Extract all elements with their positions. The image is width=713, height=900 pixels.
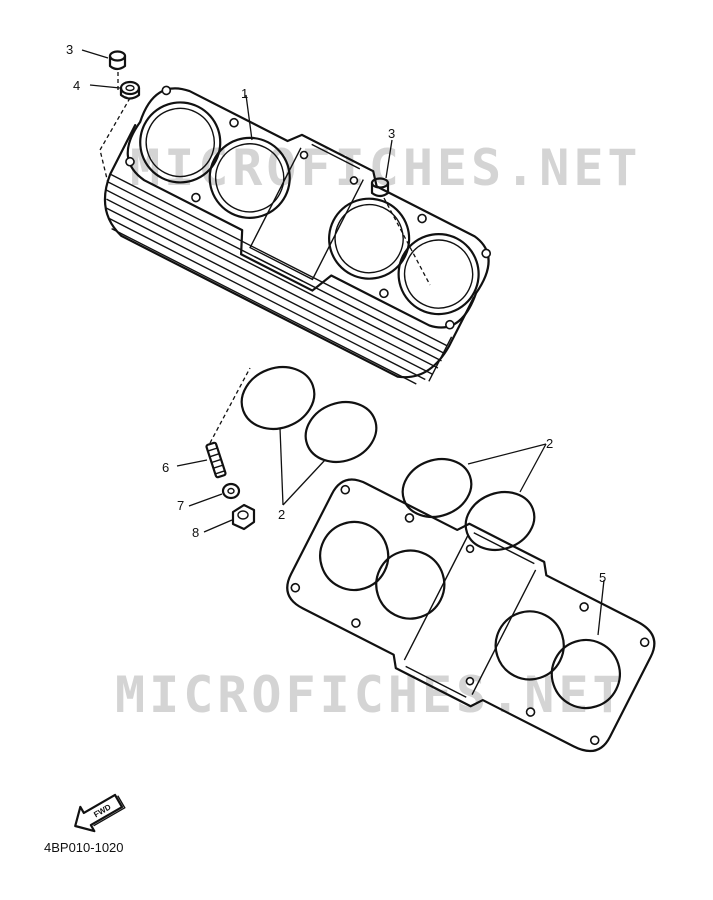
stud-bolt xyxy=(205,441,227,479)
nut-8 xyxy=(231,503,256,531)
block-bolt-holes xyxy=(125,85,491,330)
cylinder-gasket xyxy=(286,478,656,753)
cylinder-bore-3 xyxy=(328,197,411,280)
dowel-pin-right xyxy=(370,177,390,198)
cylinder-bore-4 xyxy=(397,232,480,316)
callout-2-left: 2 xyxy=(278,507,285,522)
cylinder-o-ring-left-1 xyxy=(240,365,316,431)
callout-2-right: 2 xyxy=(546,436,553,451)
cylinder-o-ring-right-2 xyxy=(464,490,536,552)
watermark-bottom: MICROFICHES.NET xyxy=(115,666,627,724)
diagram-ref-code: 4BP010-1020 xyxy=(44,840,124,855)
dowel-pin-top xyxy=(108,50,127,71)
leader-lines xyxy=(81,49,605,636)
block-top-deck xyxy=(126,87,490,329)
cylinder-o-ring-right-1 xyxy=(401,457,473,519)
forward-arrow-icon: FWD xyxy=(74,793,126,833)
callout-4: 4 xyxy=(73,78,80,93)
o-ring-4 xyxy=(119,80,141,100)
cylinder-bore-2 xyxy=(208,136,291,219)
callout-8: 8 xyxy=(192,525,199,540)
cooling-fins xyxy=(106,173,453,385)
watermark-top: MICROFICHES.NET xyxy=(130,139,642,197)
callout-6: 6 xyxy=(162,460,169,475)
callout-7: 7 xyxy=(177,498,184,513)
callout-5: 5 xyxy=(599,570,606,585)
cylinder-bore-1 xyxy=(139,101,222,184)
cylinder-o-ring-left-2 xyxy=(304,400,378,464)
callout-3-right: 3 xyxy=(388,126,395,141)
callout-1: 1 xyxy=(241,86,248,101)
washer-7 xyxy=(221,482,241,500)
callout-3-top: 3 xyxy=(66,42,73,57)
cylinder-block xyxy=(103,85,491,385)
